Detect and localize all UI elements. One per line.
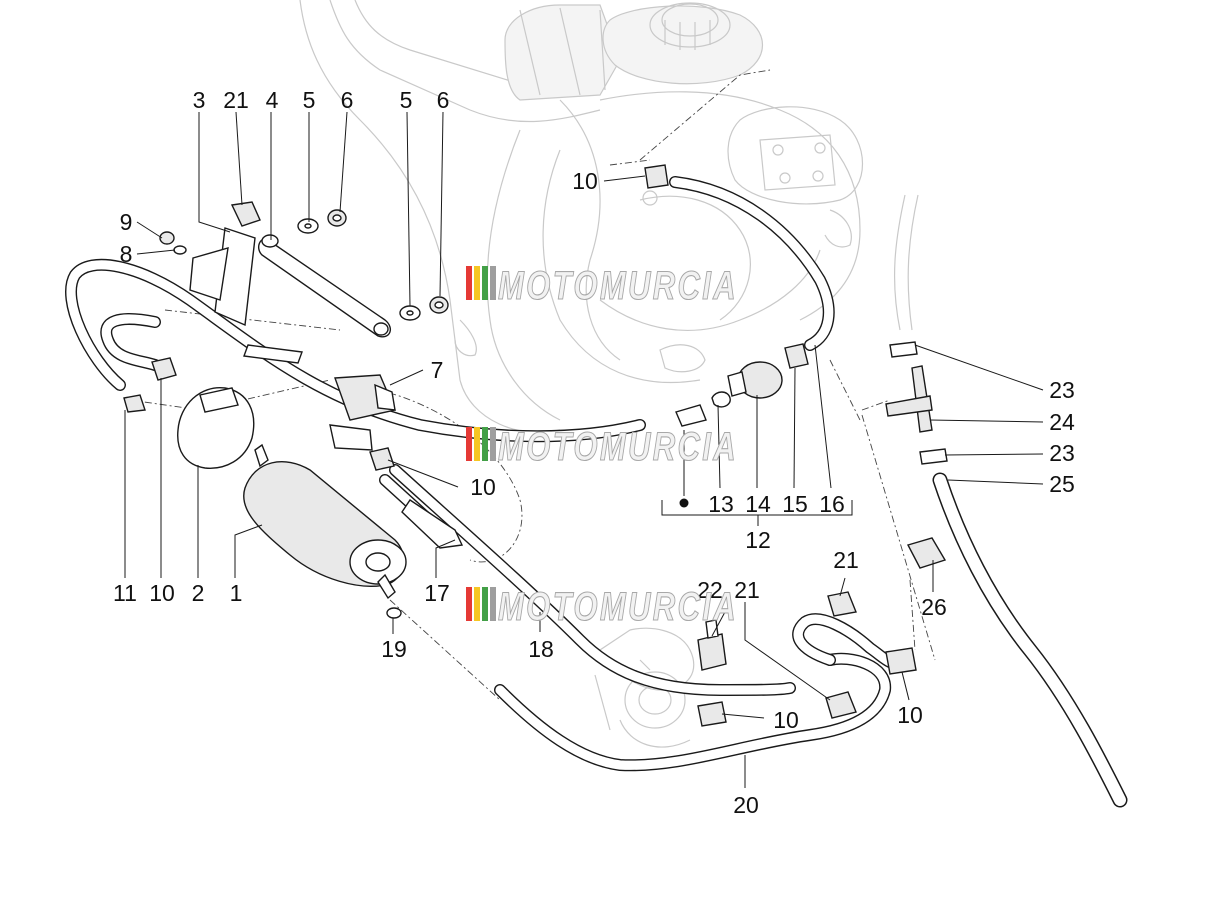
callout-16: 16	[819, 491, 845, 517]
part-13-clip	[711, 391, 731, 408]
callout-23: 23	[1049, 440, 1075, 466]
callout-5: 5	[303, 87, 316, 113]
part-23-sleeve-a	[889, 341, 918, 358]
callout-3: 3	[193, 87, 206, 113]
callout-10: 10	[149, 580, 175, 606]
callout-10: 10	[773, 707, 799, 733]
leader-lines	[124, 111, 1044, 788]
callout-6: 6	[341, 87, 354, 113]
callouts: 3 21 4 5 6 5 6 9 8 10 7 10 13 14 15 16 1…	[113, 87, 1075, 818]
callout-22: 22	[697, 577, 723, 603]
watermark-stripe-yellow	[474, 587, 480, 621]
watermark-middle: MOTOMURCIA	[466, 424, 738, 470]
callout-21: 21	[833, 547, 859, 573]
callout-10: 10	[470, 474, 496, 500]
watermark-stripe-yellow	[474, 427, 480, 461]
watermark-stripe-red	[466, 427, 472, 461]
callout-5: 5	[400, 87, 413, 113]
callout-13: 13	[708, 491, 734, 517]
callout-2: 2	[192, 580, 205, 606]
callout-21: 21	[734, 577, 760, 603]
watermark-text: MOTOMURCIA	[498, 264, 738, 308]
watermark-stripe-grey	[490, 427, 496, 461]
callout-8: 8	[120, 241, 133, 267]
watermark-stripe-green	[482, 266, 488, 300]
callout-15: 15	[782, 491, 808, 517]
watermark-text: MOTOMURCIA	[498, 425, 738, 469]
part-26-clip	[906, 537, 947, 569]
watermark-stripe-grey	[490, 266, 496, 300]
callout-1: 1	[230, 580, 243, 606]
part-8-washer	[173, 245, 187, 255]
part-10-clamp-left	[151, 357, 177, 381]
part-17-sleeve	[401, 499, 464, 549]
callout-26: 26	[921, 594, 947, 620]
part-23-sleeve-b	[919, 448, 948, 465]
callout-7: 7	[431, 357, 444, 383]
hoses	[65, 176, 1128, 808]
callout-12: 12	[745, 527, 771, 553]
callout-21: 21	[223, 87, 249, 113]
callout-25: 25	[1049, 471, 1075, 497]
part-10-clamp-top	[644, 164, 669, 189]
callout-18: 18	[528, 636, 554, 662]
watermark-stripe-red	[466, 587, 472, 621]
watermark-stripe-green	[482, 587, 488, 621]
part-10-clamp-right	[885, 647, 917, 675]
callout-10: 10	[572, 168, 598, 194]
watermark-stripe-green	[482, 427, 488, 461]
watermark-text: MOTOMURCIA	[498, 585, 738, 629]
part-10-clamp-lower	[697, 701, 727, 727]
callout-19: 19	[381, 636, 407, 662]
watermark-stripe-red	[466, 266, 472, 300]
part-21-clip-b	[827, 591, 857, 617]
part-11-cap	[123, 394, 146, 413]
part-21-connector	[825, 691, 857, 719]
watermark-top: MOTOMURCIA	[466, 263, 738, 309]
callout-10: 10	[897, 702, 923, 728]
part-21-clip	[230, 201, 261, 227]
part-19-clip	[386, 607, 402, 619]
callout-23: 23	[1049, 377, 1075, 403]
callout-17: 17	[424, 580, 450, 606]
part-22-connector	[697, 633, 727, 671]
part-4-bracket	[258, 238, 392, 338]
watermark-stripe-yellow	[474, 266, 480, 300]
callout-14: 14	[745, 491, 771, 517]
callout-9: 9	[120, 209, 133, 235]
watermark-bottom: MOTOMURCIA	[466, 584, 738, 630]
part-9-nut	[159, 231, 175, 245]
callout-11: 11	[113, 580, 137, 606]
group-bullet	[679, 498, 689, 508]
callout-24: 24	[1049, 409, 1075, 435]
part-15-clamp	[784, 343, 809, 369]
part-2-band	[177, 387, 255, 469]
parts	[123, 164, 948, 727]
watermark-stripe-grey	[490, 587, 496, 621]
background-frame	[299, 0, 919, 748]
callout-20: 20	[733, 792, 759, 818]
callout-6: 6	[437, 87, 450, 113]
part-10-clamp-center	[369, 447, 395, 471]
callout-4: 4	[266, 87, 279, 113]
